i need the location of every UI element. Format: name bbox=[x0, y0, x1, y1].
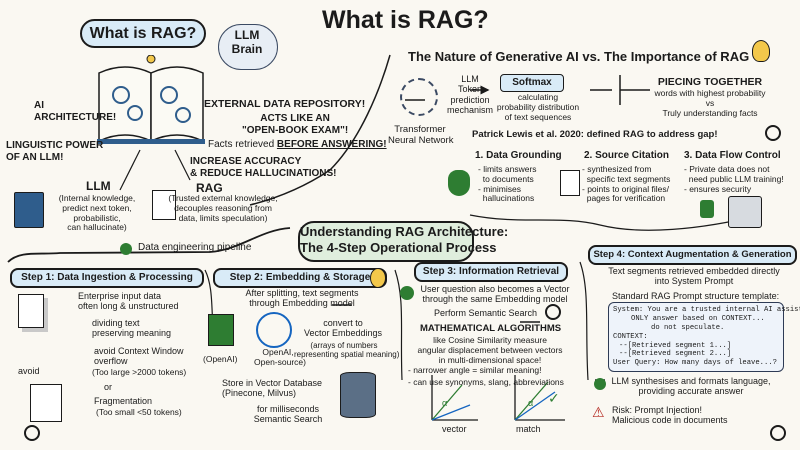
synonyms-label: - can use synonyms, slang, abbreviations bbox=[408, 377, 564, 387]
convert-label: convert to Vector Embeddings bbox=[303, 318, 383, 339]
page-title: What is RAG? bbox=[322, 6, 489, 34]
dividing-text-label: dividing text preserving meaning bbox=[92, 318, 172, 339]
open-book-label: ACTS LIKE AN "OPEN-BOOK EXAM"! bbox=[242, 113, 349, 136]
or-label: or bbox=[104, 382, 113, 392]
user-icon bbox=[400, 286, 414, 300]
avoid-overflow-label: avoid Context Window overflow bbox=[94, 346, 184, 367]
check-icon: ✓ bbox=[548, 390, 560, 406]
rag-title: RAG bbox=[196, 181, 223, 195]
arrays-label: (arrays of numbers representing spatial … bbox=[294, 341, 400, 360]
step3-title: Step 3: Information Retrieval bbox=[414, 262, 568, 282]
question-vector-label: User question also becomes a Vector thro… bbox=[420, 284, 570, 305]
document-stack-icon bbox=[152, 190, 176, 220]
enterprise-data-label: Enterprise input data often long & unstr… bbox=[78, 291, 179, 312]
llm-title: LLM bbox=[86, 179, 111, 193]
warning-icon: ⚠ bbox=[592, 404, 605, 420]
template-line: --[Retrieved segment 1...] bbox=[619, 342, 732, 350]
step1-title: Step 1: Data Ingestion & Processing bbox=[10, 268, 204, 288]
cosine-label: like Cosine Similarity measure angular d… bbox=[417, 335, 563, 365]
what-is-rag-header: What is RAG? bbox=[80, 19, 206, 48]
perform-search-label: Perform Semantic Search bbox=[434, 308, 538, 318]
milliseconds-label: for milliseconds Semantic Search bbox=[253, 404, 323, 425]
lightbulb-icon-2 bbox=[370, 268, 386, 288]
piecing-description: words with highest probability vs Truly … bbox=[654, 88, 766, 118]
gear-icon-small bbox=[24, 425, 40, 441]
llm-description: (Internal knowledge, predict next token,… bbox=[58, 193, 136, 233]
llm-brain-label: LLM Brain bbox=[231, 28, 263, 56]
control-description: - Private data does not need public LLM … bbox=[684, 164, 784, 194]
openai-label: OpenAI, Open-source) bbox=[254, 347, 306, 367]
lightbulb-icon bbox=[752, 40, 770, 62]
architecture-header: Understanding RAG Architecture: The 4-St… bbox=[298, 221, 508, 262]
rag-description: (Trusted external knowledge, decouples r… bbox=[168, 193, 278, 223]
globe-icon bbox=[120, 243, 132, 255]
risk-label: Risk: Prompt Injection! Malicious code i… bbox=[612, 405, 728, 426]
person-icon-2 bbox=[594, 378, 606, 390]
prompt-template-box: System: You are a trusted internal AI as… bbox=[608, 302, 800, 372]
citation-description: - synthesized from specific text segment… bbox=[582, 164, 671, 204]
text-segment-icon bbox=[208, 314, 234, 346]
open-book-icon bbox=[95, 55, 207, 145]
too-large-label: (Too large >2000 tokens) bbox=[92, 367, 187, 377]
template-line: System: You are a trusted internal AI as… bbox=[613, 306, 800, 314]
too-small-label: (Too small <50 tokens) bbox=[96, 407, 182, 417]
database-icon bbox=[340, 372, 376, 418]
safe-icon bbox=[728, 196, 762, 228]
grounding-description: - limits answers to documents - minimise… bbox=[478, 164, 537, 204]
vector-axis-label: vector bbox=[442, 424, 467, 434]
template-line: CONTEXT: bbox=[613, 333, 648, 341]
template-line: User Query: How many days of leave...? bbox=[613, 359, 777, 367]
narrower-angle-label: - narrower angle = similar meaning! bbox=[408, 365, 542, 375]
openai-paren-label: (OpenAI) bbox=[203, 354, 238, 364]
magnifier-icon bbox=[545, 304, 561, 320]
step2-title: Step 2: Embedding & Storage bbox=[213, 268, 387, 288]
embedding-model-icon bbox=[256, 312, 292, 348]
linguistic-power-label: LINGUISTIC POWER OF AN LLM! bbox=[6, 140, 104, 163]
facts-retrieved-label: Facts retrieved BEFORE ANSWERING! bbox=[208, 139, 387, 151]
nature-header: The Nature of Generative AI vs. The Impo… bbox=[408, 49, 750, 64]
external-repo-label: EXTERNAL DATA REPOSITORY! bbox=[204, 98, 366, 110]
facts-emphasis: BEFORE ANSWERING! bbox=[276, 139, 387, 150]
llm-token-label: LLM Token prediction mechanism bbox=[446, 74, 493, 116]
template-line: do not speculate. bbox=[651, 324, 725, 332]
facts-prefix: Facts retrieved bbox=[208, 139, 277, 150]
match-axis-label: match bbox=[516, 424, 541, 434]
book-icon bbox=[14, 192, 44, 228]
softmax-description: calculating probability distribution of … bbox=[496, 92, 580, 122]
algorithms-title: MATHEMATICAL ALGORITHMS bbox=[420, 323, 562, 334]
ai-architecture-label: AI ARCHITECTURE! bbox=[34, 100, 117, 123]
softmax-box: Softmax bbox=[500, 74, 564, 92]
pipeline-label: Data engineering pipeline bbox=[138, 242, 252, 253]
retrieved-label: Text segments retrieved embedded directl… bbox=[608, 266, 780, 287]
document-icon bbox=[560, 170, 580, 196]
alpha-label-1: α bbox=[442, 398, 448, 408]
shield-check-icon bbox=[448, 170, 470, 196]
fragment-document-icon bbox=[30, 384, 62, 422]
transformer-label: Transformer Neural Network bbox=[388, 124, 454, 146]
template-label: Standard RAG Prompt structure template: bbox=[612, 291, 780, 301]
step4-title: Step 4: Context Augmentation & Generatio… bbox=[588, 245, 797, 265]
template-line: ONLY answer based on CONTEXT... bbox=[631, 315, 765, 323]
increase-accuracy-label: INCREASE ACCURACY & REDUCE HALLUCINATION… bbox=[190, 156, 337, 179]
neural-network-icon bbox=[400, 78, 438, 116]
documents-icon bbox=[18, 294, 44, 328]
piecing-title: PIECING TOGETHER bbox=[657, 76, 763, 88]
avoid-label: avoid bbox=[18, 366, 40, 376]
alpha-label-2: α bbox=[528, 398, 534, 408]
citation-title: 2. Source Citation bbox=[584, 150, 670, 161]
cloud-icon bbox=[218, 24, 278, 70]
control-title: 3. Data Flow Control bbox=[684, 150, 781, 161]
store-label: Store in Vector Database (Pinecone, Milv… bbox=[222, 378, 323, 399]
fragmentation-label: Fragmentation bbox=[94, 396, 153, 406]
after-splitting-label: After splitting, text segments through E… bbox=[245, 288, 359, 309]
template-line: --[Retrieved segment 2...] bbox=[619, 350, 732, 358]
gear-icon bbox=[765, 125, 781, 141]
person-icon bbox=[700, 200, 714, 218]
grounding-title: 1. Data Grounding bbox=[475, 150, 562, 161]
gear-icon-3 bbox=[770, 425, 786, 441]
synthesises-label: LLM synthesises and formats language, pr… bbox=[611, 376, 771, 397]
lewis-label: Patrick Lewis et al. 2020: defined RAG t… bbox=[472, 129, 718, 140]
